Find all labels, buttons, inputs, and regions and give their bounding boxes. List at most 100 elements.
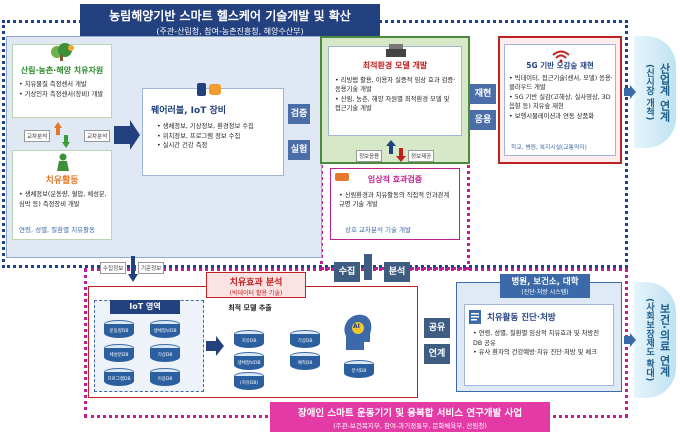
activity-footer: 연령, 성별, 질환별 치유활동 — [19, 225, 96, 234]
arrow-to-model — [206, 336, 224, 356]
clinical-item: 산림환경과 치유활동의 직접적 인과관계 규명 기술 개발 — [339, 191, 455, 210]
db-body: 체성분DB — [104, 344, 134, 364]
db-program: 프로그램DB — [104, 368, 134, 388]
g5-footer: 학교, 병원, 복지시설(교통약자) — [511, 144, 587, 151]
g5-item: 5G 기반 실감(고해상, 실사영상, 3D음향 등) 치유숲 재현 — [509, 93, 613, 112]
clinical-footer: 상호 교차분석 기술 개발 — [345, 225, 411, 234]
optimal-model-card: 최적환경 모델 개발 리빙랩 활용, 이용자 실증적 임상 효과 검증·응용기술… — [328, 43, 462, 136]
hospital-box-title: 치유활동 진단·처방 — [487, 313, 556, 323]
up-down-arrows — [386, 140, 406, 162]
exchange-tag-right: 교차분석 — [84, 130, 111, 142]
db-weather-label: 기상DB — [157, 353, 173, 358]
page-subtitle: (주관-산림청, 참여-농촌진흥청, 해양수산부) — [156, 27, 304, 36]
wearable-item: 실시간 건강 측정 — [157, 141, 283, 151]
optimal-model-title: 최적환경 모델 개발 — [362, 61, 428, 70]
footer-subtitle: (주관-보건복지부, 참여-과기정통부, 문화체육부, 산림청) — [333, 422, 487, 430]
model-extract-label: 최적 모델 추출 — [228, 304, 272, 312]
db-analysis: 분석DB — [344, 360, 374, 380]
share-label: 공유 — [424, 318, 450, 338]
db-exercise-label: 운동량DB — [109, 329, 129, 334]
base-info-tag: 기준정보 — [138, 262, 165, 274]
g5-title: 5G 기반 오감숲 재현 — [526, 61, 594, 70]
info-provide-tag: 정보제공 — [408, 150, 435, 162]
cross-arrows — [54, 122, 70, 148]
wearable-item: 위치정보, 프로그램 정보 수집 — [157, 132, 283, 142]
hospital-subtitle: (진단·처방 시스템) — [521, 289, 569, 296]
arrow-to-wearable — [114, 120, 140, 150]
header-banner: 농림해양기반 스마트 헬스케어 기술개발 및 확산 (주관-산림청, 참여-농촌… — [80, 4, 380, 38]
device-icon — [195, 81, 225, 97]
clinical-title: 임상적 효과검증 — [367, 175, 423, 184]
health-link-text: 보건·의료 연계 — [658, 302, 671, 377]
analysis-subtitle: (빅데이터 활용 기술) — [229, 290, 283, 297]
db-mid-5-label: 예측DB — [297, 361, 313, 366]
resource-item: 치유물질 측정센서 개발 — [19, 80, 111, 90]
arrow-health — [624, 332, 636, 347]
vertical-bar — [364, 254, 372, 280]
footer-banner: 장애인 스마트 운동기기 및 융복합 서비스 연구개발 사업 (주관-보건복지부… — [270, 402, 550, 432]
apply-label: 응용 — [470, 110, 496, 130]
db-mid-1-label: 치유DB — [241, 339, 257, 344]
resource-item: 기상인자 측정센서(장비) 개발 — [19, 90, 111, 100]
wifi-icon — [551, 47, 571, 63]
industry-link-sub: (신시장 개척) — [644, 63, 654, 121]
clinical-card: 임상적 효과검증 산림환경과 치유활동의 직접적 인과관계 규명 기술 개발 상… — [330, 168, 460, 240]
db-usage-label: 이용DB — [157, 377, 173, 382]
db-bio-label: 생체정보DB — [153, 329, 177, 334]
reproduce-label: 재현 — [470, 84, 496, 104]
info-apply-tag: 정보응용 — [356, 150, 383, 162]
verify-label: 검증 — [288, 104, 310, 124]
hospital-item: 유사 환자의 건강예방·치유 진단·처방 및 체크 — [473, 348, 609, 358]
db-mid-4: 기상DB — [290, 330, 320, 350]
resource-card: 산림·농촌·해양 치유자원 치유물질 측정센서 개발 기상인자 측정센서(장비)… — [12, 43, 112, 118]
db-mid-3: (치유DB) — [234, 372, 264, 392]
optimal-model-item: 리빙랩 활용, 이용자 실증적 임상 효과 검증·응용기술 개발 — [335, 76, 457, 95]
activity-item: 생체정보(운동량, 혈압, 체성분, 심박 등) 측정장비 개발 — [19, 190, 107, 209]
industry-link-pill: 산업계 연계 (신시장 개척) — [634, 36, 676, 148]
db-mid-3-label: (치유DB) — [239, 381, 259, 386]
analysis-header: 치유효과 분석 (빅데이터 활용 기술) — [206, 272, 306, 298]
hospital-header: 병원, 보건소, 대학 (진단·처방 시스템) — [500, 274, 590, 298]
db-usage: 이용DB — [150, 368, 180, 388]
health-link-sub: (사회보장제도 확대) — [644, 298, 654, 382]
analysis-label: 분석 — [384, 262, 410, 282]
resource-title: 산림·농촌·해양 치유자원 — [20, 66, 104, 75]
link-label: 연계 — [424, 344, 450, 364]
wearable-title: 웨어러블, IoT 장비 — [151, 106, 227, 116]
person-icon — [55, 153, 71, 171]
db-mid-5: 예측DB — [290, 352, 320, 372]
printer-icon — [385, 43, 407, 57]
hospital-title: 병원, 보건소, 대학 — [511, 277, 579, 287]
clinical-badge-icon — [335, 173, 349, 181]
db-bio: 생체정보DB — [150, 320, 180, 340]
db-mid-2: 생체정보DB — [234, 352, 264, 372]
exchange-tag-left: 교차분석 — [24, 130, 51, 142]
optimal-model-item: 산림, 농촌, 해양 자원별 최적환경 모델 및 접근기술 개발 — [335, 95, 457, 114]
db-mid-4-label: 기상DB — [297, 339, 313, 344]
tree-icon — [49, 43, 75, 61]
db-weather: 기상DB — [150, 344, 180, 364]
industry-link-text: 산업계 연계 — [658, 62, 671, 122]
wearable-card: 웨어러블, IoT 장비 생체정보, 기상정보, 환경정보 수집 위치정보, 프… — [142, 83, 284, 176]
footer-title: 장애인 스마트 운동기기 및 융복합 서비스 연구개발 사업 — [297, 408, 523, 419]
activity-title: 치유활동 — [45, 176, 79, 186]
ai-head-icon: AI — [340, 312, 374, 352]
hospital-item: 연령, 성별, 질환별 임상적 치유효과 및 처방전 DB 공유 — [473, 329, 609, 348]
db-program-label: 프로그램DB — [107, 377, 131, 382]
g5-item: 빅데이터, 접근기술(센서, 모델) 응용·클라우드 개발 — [509, 74, 613, 93]
page-title: 농림해양기반 스마트 헬스케어 기술개발 및 확산 — [109, 9, 351, 23]
activity-card: 치유활동 생체정보(운동량, 혈압, 체성분, 심박 등) 측정장비 개발 연령… — [12, 150, 112, 240]
hospital-card: 치유활동 진단·처방 연령, 성별, 질환별 임상적 치유효과 및 처방전 DB… — [464, 304, 614, 386]
down-arrow-left — [128, 256, 138, 282]
db-analysis-label: 분석DB — [351, 369, 367, 374]
arrow-industry — [624, 84, 636, 99]
g5-card: 5G 기반 오감숲 재현 빅데이터, 접근기술(센서, 모델) 응용·클라우드 … — [504, 44, 616, 156]
iot-area-label: IoT 영역 — [110, 300, 180, 314]
g5-item: 보행시뮬레이션과 연동 상품화 — [509, 112, 613, 122]
collect-label: 수집 — [334, 262, 360, 282]
db-exercise: 운동량DB — [104, 320, 134, 340]
ai-label: AI — [353, 323, 360, 330]
db-mid-2-label: 생체정보DB — [237, 361, 261, 366]
prescription-icon — [469, 309, 481, 324]
wearable-item: 생체정보, 기상정보, 환경정보 수집 — [157, 122, 283, 132]
